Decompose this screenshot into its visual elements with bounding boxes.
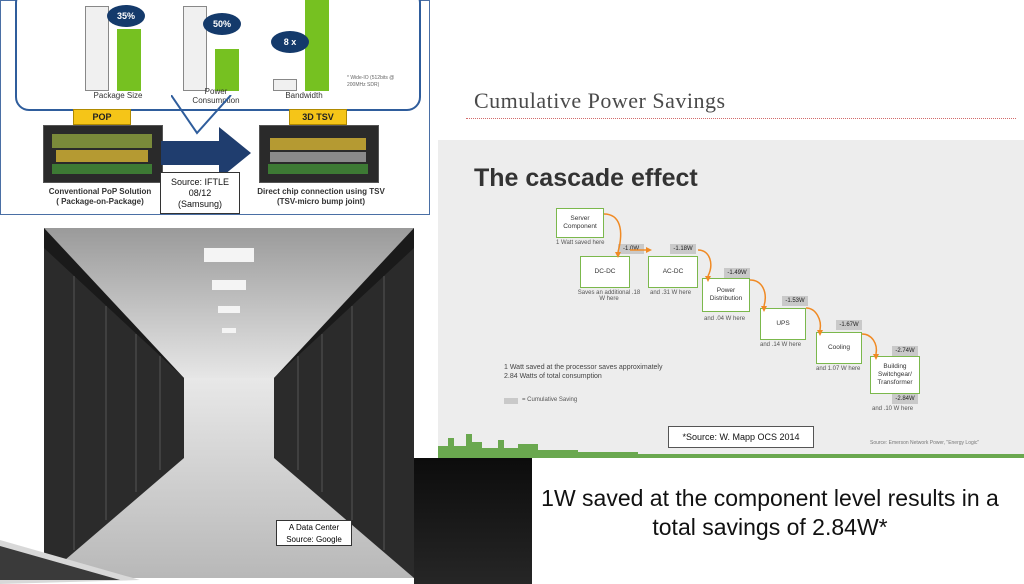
photo-shadow [414,458,532,584]
chart-group-package-size: 35% [79,0,149,91]
pop-caption: Conventional PoP Solution ( Package-on-P… [48,187,152,206]
saving-badge: -1.49W [724,268,750,278]
node-ups: UPS [760,308,806,340]
bar-tsv-package-size [117,29,141,91]
cascade-summary: 1 Watt saved at the processor saves appr… [504,364,663,380]
note-building: and .10 W here [872,406,914,412]
label-bandwidth: Bandwidth [285,91,323,100]
chart-group-bandwidth: 8 x [267,0,337,91]
note-cooling: and 1.07 W here [816,366,861,372]
badge-package-size: 35% [107,5,145,27]
chart-group-power: 50% [177,0,247,91]
bar-pop-power [183,6,207,91]
comparison-chart: 35% Package Size 50% Power Consumption 8… [15,0,421,111]
package-comparison-figure: 35% Package Size 50% Power Consumption 8… [0,0,430,215]
note-ac-dc: and .31 W here [650,290,692,296]
bar-pop-bandwidth [273,79,297,91]
saving-badge: -1.0W [618,244,644,254]
bar-pop-package-size [85,6,109,91]
badge-bandwidth: 8 x [271,31,309,53]
cascade-heading: The cascade effect [474,164,698,192]
badge-power: 50% [203,13,241,35]
tsv-caption: Direct chip connection using TSV (TSV-mi… [257,187,385,206]
saving-badge: -1.18W [670,244,696,254]
node-power-distribution: Power Distribution [702,278,750,312]
source-emerson: Source: Emerson Network Power, "Energy L… [870,440,980,446]
cascade-arrows [603,213,879,360]
source-box-google: A Data Center Source: Google [276,520,352,546]
source-box-samsung: Source: IFTLE 08/12 (Samsung) [160,172,240,214]
legend-swatch [504,398,518,404]
legend-label: = Cumulative Saving [522,397,578,403]
node-ac-dc: AC-DC [648,256,698,288]
saving-badge: -2.74W [892,346,918,356]
note-server: 1 Watt saved here [556,240,605,246]
label-power: Power Consumption [192,87,240,105]
title-divider [466,118,1016,119]
tsv-package-image [259,125,379,183]
saving-badge: -1.53W [782,296,808,306]
tsv-tag: 3D TSV [289,109,347,125]
chart-footnote: * Wide-IO (512bits @ 200MHz SDR) [347,75,395,88]
saving-badge: -1.67W [836,320,862,330]
data-center-photo [44,228,414,578]
pop-package-image [43,125,163,183]
node-server-component: Server Component [556,208,604,238]
note-ups: and .14 W here [760,342,802,348]
slide-title: Cumulative Power Savings [474,88,726,113]
node-cooling: Cooling [816,332,862,364]
bar-tsv-power [215,49,239,91]
note-power-dist: and .04 W here [704,316,746,322]
source-box-mapp: *Source: W. Mapp OCS 2014 [668,426,814,448]
saving-badge: -2.84W [892,394,918,404]
node-dc-dc: DC-DC [580,256,630,288]
label-package-size: Package Size [93,91,143,100]
note-dc-dc: Saves an additional .18 W here [577,290,641,302]
bar-tsv-bandwidth [305,0,329,91]
callout-pointer-icon [171,95,232,135]
arrow-icon [161,127,251,179]
pop-tag: POP [73,109,131,125]
node-building-switchgear: Building Switchgear/ Transformer [870,356,920,394]
city-skyline-graphic [438,434,1024,458]
summary-statement: 1W saved at the component level results … [541,485,999,540]
slide-corner-chevron-icon [0,540,140,584]
